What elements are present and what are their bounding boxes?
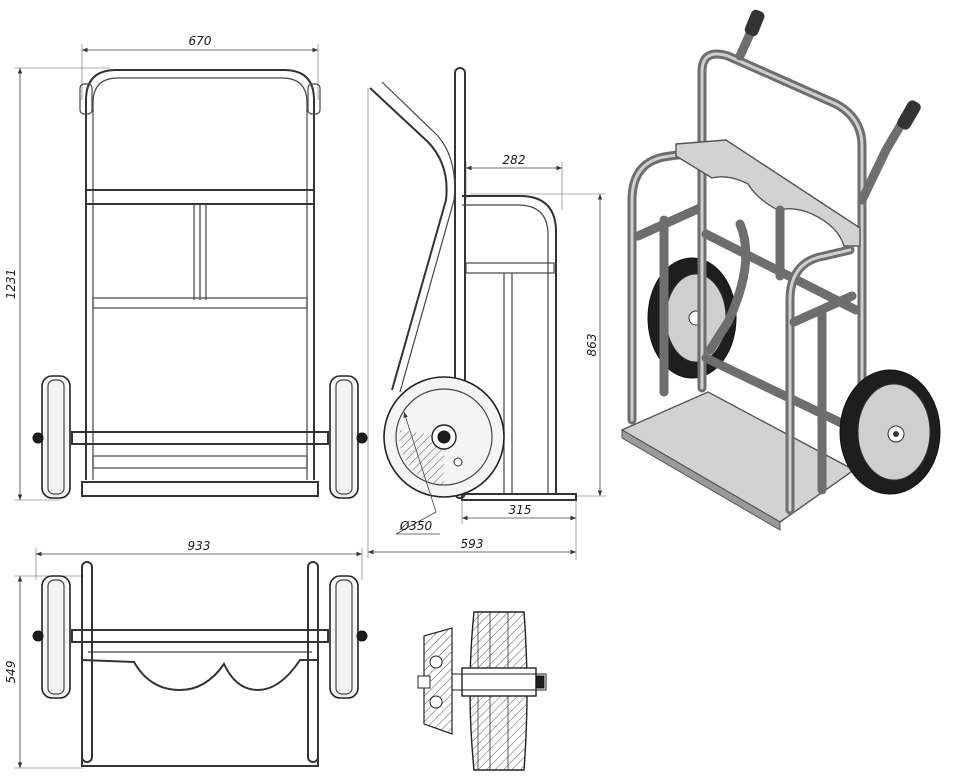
dim-front-width: 670 — [189, 34, 212, 48]
front-view: 670 1231 — [4, 34, 368, 501]
top-view: 933 549 — [4, 539, 368, 769]
side-view: 282 863 Ø350 315 — [367, 67, 606, 560]
dim-side-overall: 593 — [461, 537, 484, 551]
dim-side-height: 863 — [585, 334, 599, 357]
dim-top-width: 933 — [188, 539, 211, 553]
dim-top-depth: 549 — [4, 661, 18, 684]
dim-side-base: 315 — [509, 503, 532, 517]
dim-front-height: 1231 — [4, 269, 18, 300]
hub-detail-view — [417, 611, 547, 771]
isometric-view — [620, 9, 941, 531]
dim-side-depth-top: 282 — [503, 153, 526, 167]
dim-wheel-diameter: Ø350 — [399, 519, 433, 533]
